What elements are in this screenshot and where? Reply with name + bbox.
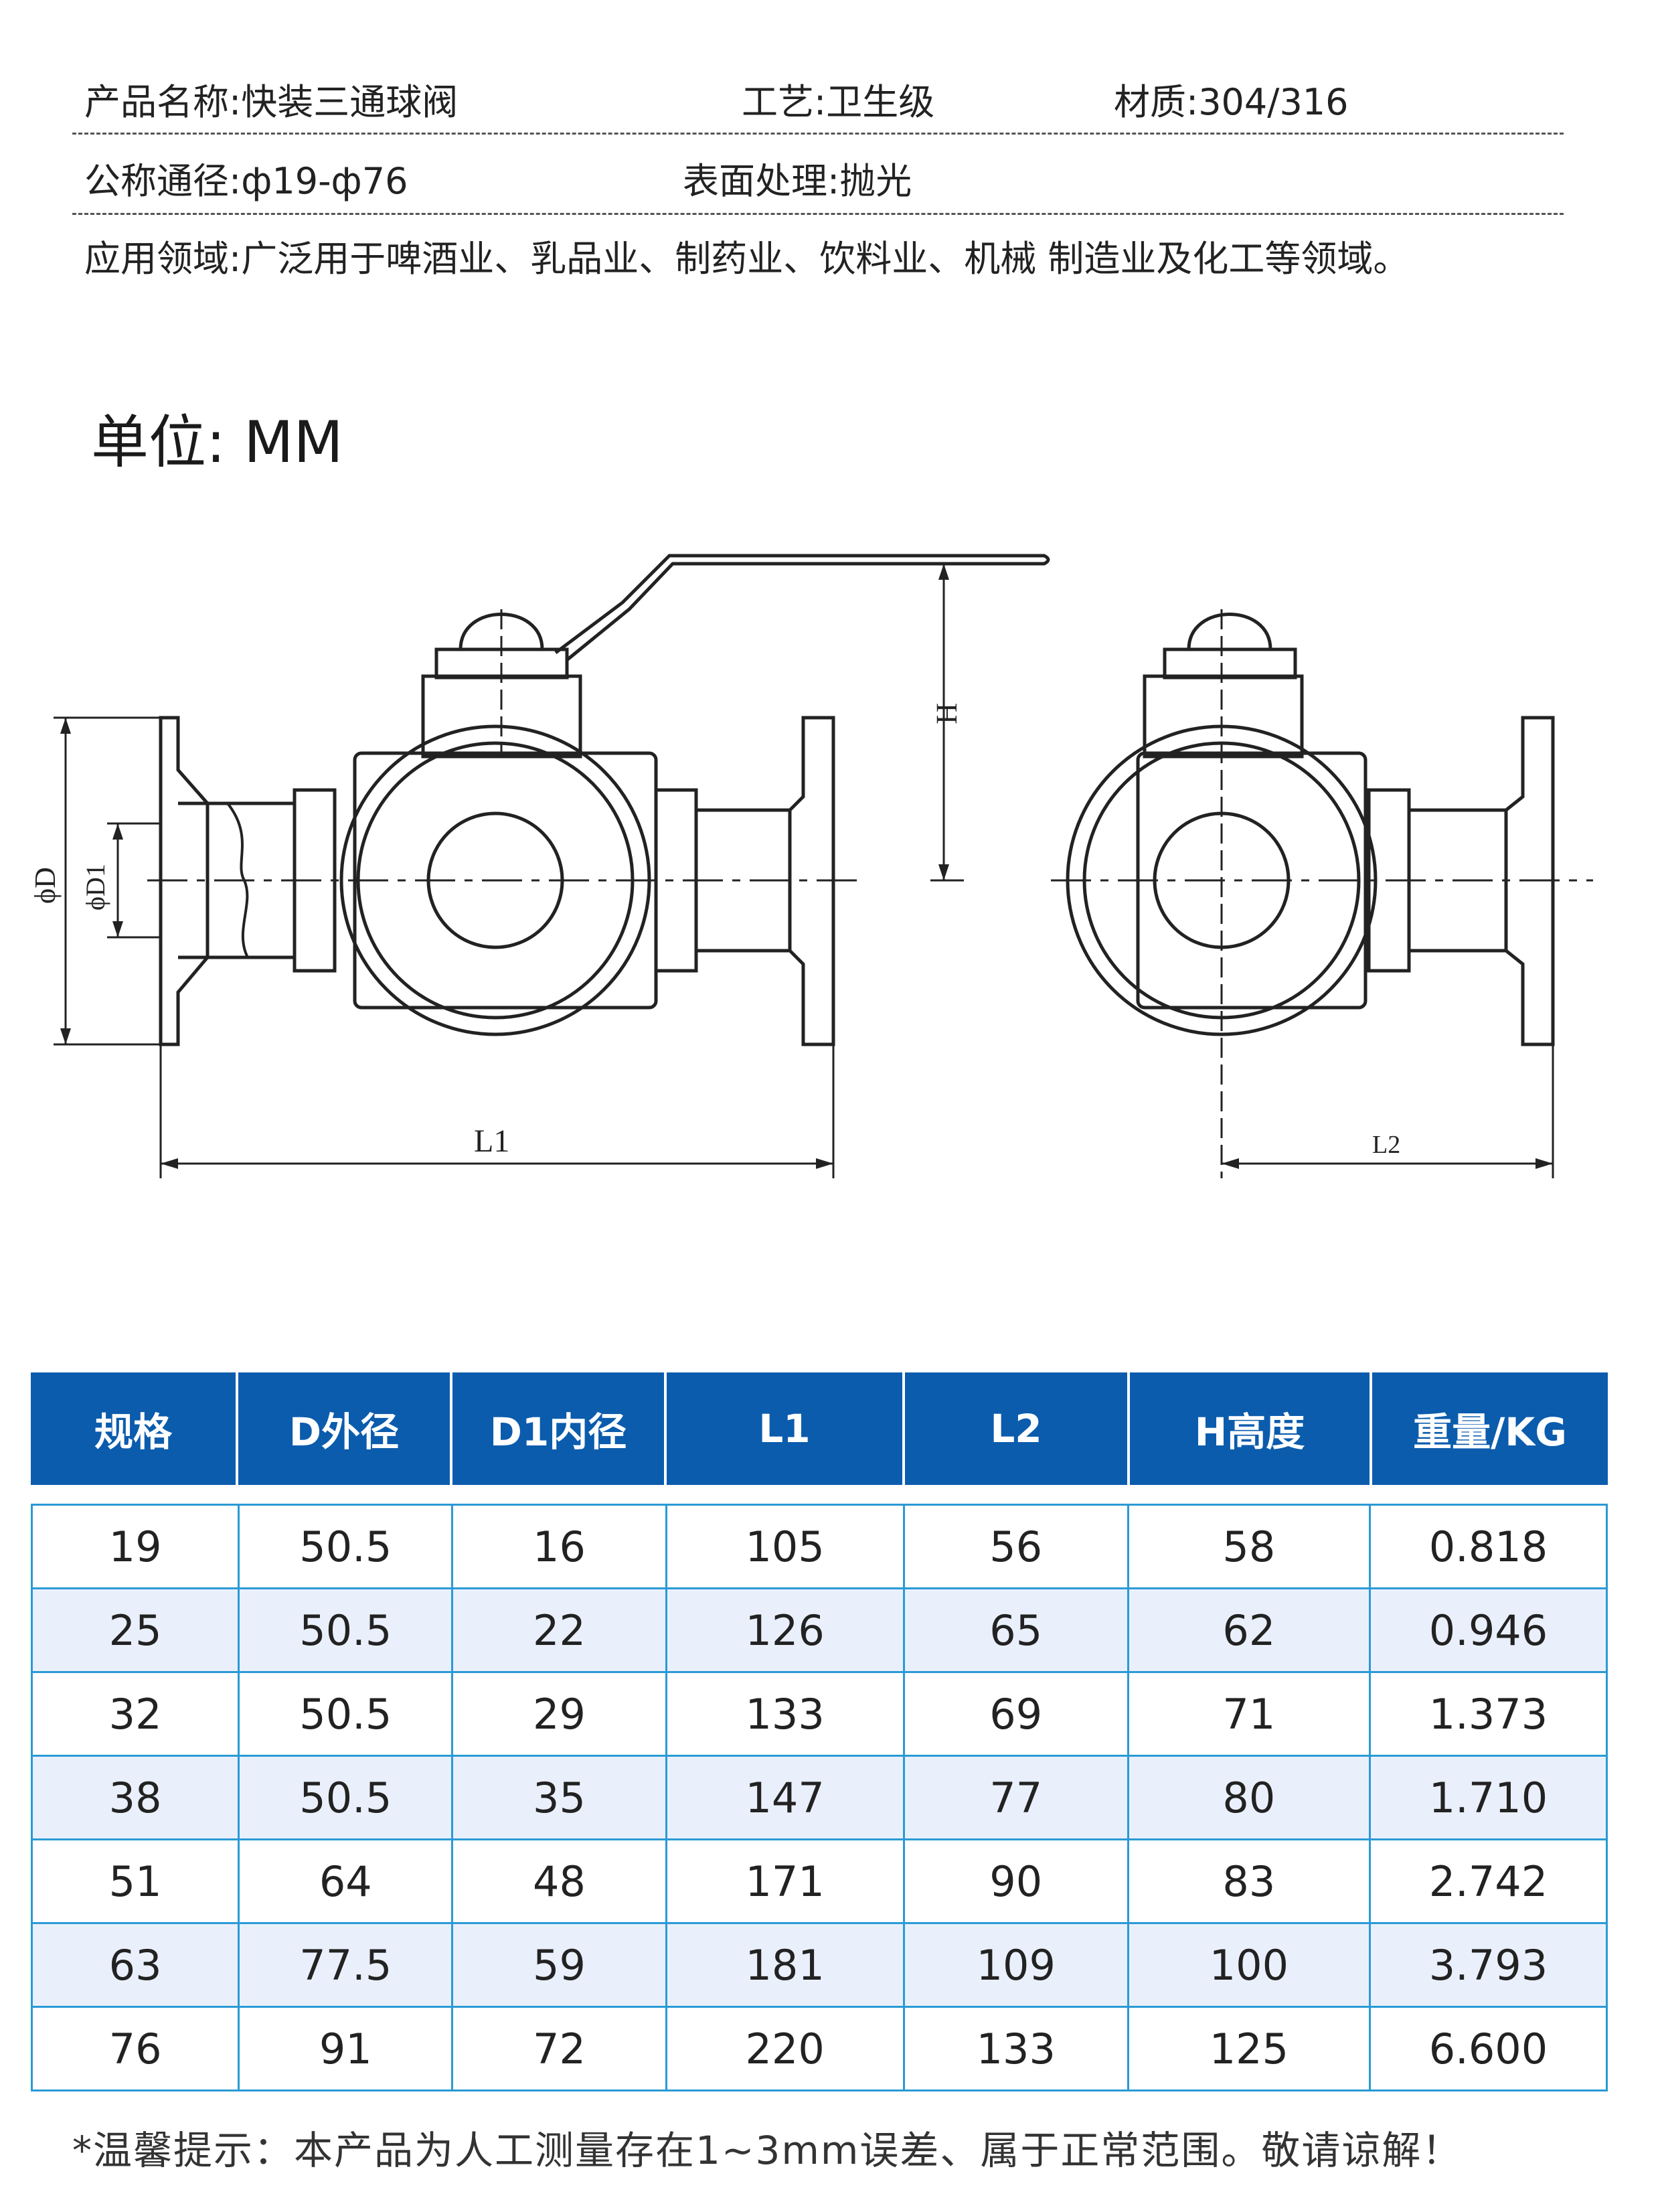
table-cell: 133: [667, 1673, 905, 1755]
table-cell: 50.5: [240, 1589, 454, 1671]
table-cell: 76: [33, 2008, 240, 2089]
table-row: 76 91 72 220 133 125 6.600: [33, 2008, 1606, 2089]
label-l2: L2: [1372, 1131, 1400, 1159]
header-h: H高度: [1130, 1372, 1372, 1485]
label-h: H: [930, 703, 963, 724]
divider-1: [72, 133, 1564, 135]
table-cell: 19: [33, 1506, 240, 1587]
process-spec: 工艺:卫生级: [742, 81, 935, 123]
table-cell: 64: [240, 1840, 454, 1922]
table-cell: 65: [905, 1589, 1129, 1671]
label-d1: ϕD1: [80, 864, 110, 911]
table-row: 19 50.5 16 105 56 58 0.818: [33, 1506, 1606, 1589]
table-cell: 105: [667, 1506, 905, 1587]
table-cell: 125: [1129, 2008, 1371, 2089]
table-cell: 72: [453, 2008, 667, 2089]
table-cell: 77: [905, 1757, 1129, 1838]
diameter-spec: 公称通径:ф19-ф76: [84, 160, 408, 202]
application-spec: 应用领域:广泛用于啤酒业、乳品业、制药业、饮料业、机械 制造业及化工等领域。: [84, 238, 1410, 280]
table-cell: 77.5: [240, 1924, 454, 2006]
disclaimer-note: *温馨提示：本产品为人工测量存在1~3mm误差、属于正常范围。敬请谅解！: [72, 2128, 1463, 2173]
table-cell: 126: [667, 1589, 905, 1671]
table-cell: 56: [905, 1506, 1129, 1587]
table-cell: 32: [33, 1673, 240, 1755]
table-row: 38 50.5 35 147 77 80 1.710: [33, 1757, 1606, 1840]
header-l2: L2: [905, 1372, 1130, 1485]
table-cell: 62: [1129, 1589, 1371, 1671]
product-name: 产品名称:快装三通球阀: [84, 81, 459, 123]
table-cell: 48: [453, 1840, 667, 1922]
surface-spec: 表面处理:抛光: [683, 160, 912, 202]
table-cell: 0.818: [1428, 1522, 1548, 1571]
table-row: 51 64 48 171 90 83 2.742: [33, 1840, 1606, 1924]
table-cell: 50.5: [240, 1673, 454, 1755]
header-spec: 规格: [31, 1372, 238, 1485]
table-cell: 0.946: [1428, 1605, 1548, 1655]
table-cell: 50.5: [240, 1757, 454, 1838]
table-cell: 133: [905, 2008, 1129, 2089]
table-cell: 69: [905, 1673, 1129, 1755]
header-d: D外径: [238, 1372, 452, 1485]
table-cell: 6.600: [1428, 2024, 1548, 2073]
table-row: 63 77.5 59 181 109 100 3.793: [33, 1924, 1606, 2008]
technical-drawing: ϕD ϕD1 L1 L2 H: [0, 516, 1660, 1205]
table-cell: 171: [667, 1840, 905, 1922]
header-weight: 重量/KG: [1413, 1409, 1567, 1455]
table-cell: 2.742: [1428, 1856, 1548, 1906]
table-cell: 220: [667, 2008, 905, 2089]
table-cell: 109: [905, 1924, 1129, 2006]
table-cell: 50.5: [240, 1506, 454, 1587]
table-cell: 181: [667, 1924, 905, 2006]
table-cell: 63: [33, 1924, 240, 2006]
table-cell: 22: [453, 1589, 667, 1671]
table-cell: 147: [667, 1757, 905, 1838]
label-l1: L1: [474, 1123, 509, 1159]
table-cell: 38: [33, 1757, 240, 1838]
unit-label: 单位: MM: [91, 409, 343, 476]
table-cell: 16: [453, 1506, 667, 1587]
table-cell: 100: [1129, 1924, 1371, 2006]
table-cell: 80: [1129, 1757, 1371, 1838]
table-cell: 90: [905, 1840, 1129, 1922]
table-cell: 91: [240, 2008, 454, 2089]
table-cell: 83: [1129, 1840, 1371, 1922]
table-cell: 1.710: [1428, 1773, 1548, 1822]
table-cell: 29: [453, 1673, 667, 1755]
table-cell: 59: [453, 1924, 667, 2006]
table-cell: 71: [1129, 1673, 1371, 1755]
table-cell: 51: [33, 1840, 240, 1922]
table-cell: 35: [453, 1757, 667, 1838]
table-row: 32 50.5 29 133 69 71 1.373: [33, 1673, 1606, 1757]
header-d1: D1内径: [452, 1372, 667, 1485]
table-row: 25 50.5 22 126 65 62 0.946: [33, 1589, 1606, 1673]
table-cell: 1.373: [1428, 1689, 1548, 1739]
table-cell: 25: [33, 1589, 240, 1671]
table-cell: 58: [1129, 1506, 1371, 1587]
table-header: 规格 D外径 D1内径 L1 L2 H高度 重量/KG: [31, 1372, 1608, 1485]
divider-2: [72, 213, 1564, 215]
table-cell: 3.793: [1428, 1940, 1548, 1990]
material-spec: 材质:304/316: [1114, 81, 1349, 123]
header-l1: L1: [667, 1372, 905, 1485]
spec-table: 19 50.5 16 105 56 58 0.818 25 50.5 22 12…: [31, 1504, 1608, 2091]
label-d: ϕD: [29, 867, 62, 904]
